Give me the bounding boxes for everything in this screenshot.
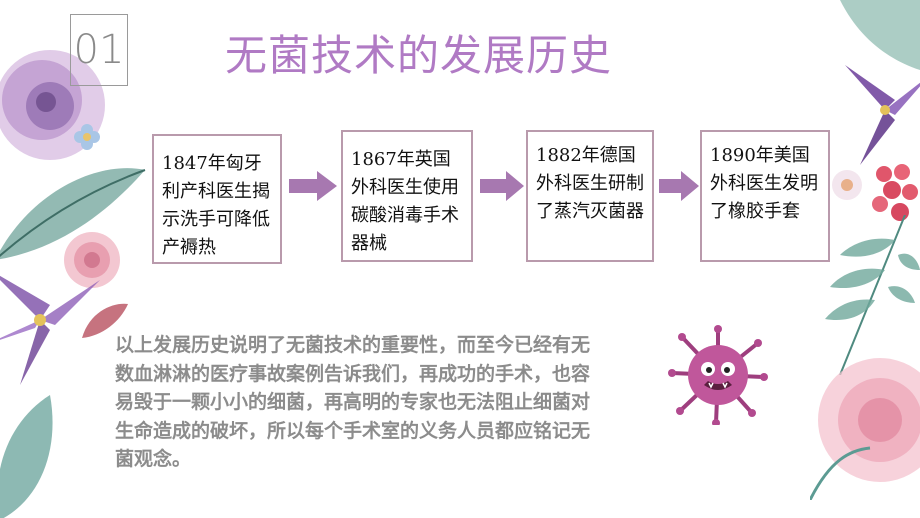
slide-number-box: 01 [70,14,128,86]
purple-rose-decoration [0,40,120,170]
timeline-step-1867: 1867年英国外科医生使用碳酸消毒手术器械 [341,130,473,262]
slide-number: 01 [73,27,125,73]
purple-lily-decoration [0,250,110,390]
leaf-decoration [0,150,150,270]
white-flower-decoration [830,168,864,202]
arrow-right-icon [480,171,524,205]
berries-decoration [868,160,920,230]
timeline-step-1882: 1882年德国外科医生研制了蒸汽灭菌器 [526,130,654,262]
teal-leaf-decoration [0,390,70,518]
arrow-right-icon [289,171,337,205]
leaf-top-right-decoration [820,0,920,90]
fern-right-decoration [810,215,920,375]
summary-paragraph: 以上发展历史说明了无菌技术的重要性，而至今已经有无数血淋淋的医疗事故案例告诉我们… [115,334,591,471]
timeline-step-1890: 1890年美国外科医生发明了橡胶手套 [700,130,830,262]
germ-icon [668,325,768,429]
blue-flower-decoration [72,122,102,152]
pink-rose-decoration [62,230,122,290]
purple-lily-right-decoration [840,55,920,165]
timeline-step-1847: 1847年匈牙利产科医生揭示洗手可降低产褥热 [152,134,282,264]
pink-rose-right-decoration [810,350,920,500]
arrow-right-icon [659,171,699,205]
red-leaf-decoration [80,300,130,340]
page-title: 无菌技术的发展历史 [225,31,613,80]
